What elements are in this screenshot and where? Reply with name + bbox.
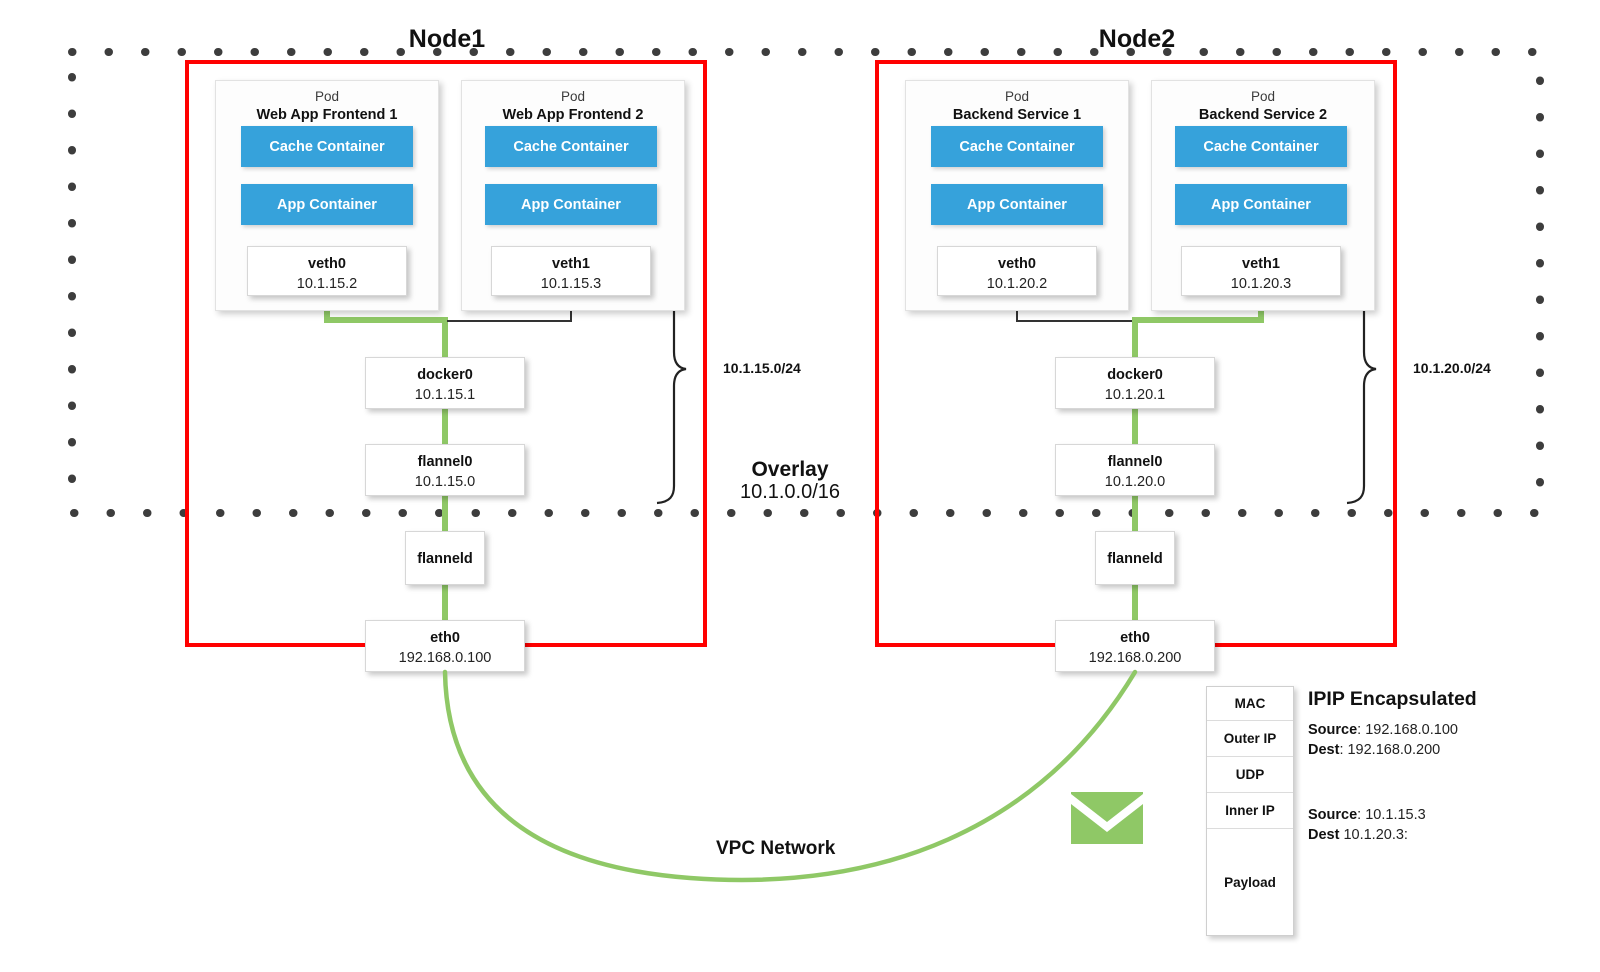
node1-subnet-label: 10.1.15.0/24 bbox=[723, 360, 801, 376]
iface-name: veth0 bbox=[308, 256, 346, 272]
iface-name: veth1 bbox=[1242, 256, 1280, 272]
node1-title: Node1 bbox=[408, 25, 486, 53]
ipip-layer-inner-ip: Inner IP bbox=[1207, 793, 1293, 829]
ipip-inner-dest-label: Dest bbox=[1308, 826, 1340, 843]
iface-name: flannel0 bbox=[1107, 454, 1163, 470]
iface-eth0-node2[interactable]: eth0 192.168.0.200 bbox=[1055, 620, 1215, 672]
ipip-outer-addresses: Source: 192.168.0.100 Dest: 192.168.0.20… bbox=[1308, 721, 1588, 760]
iface-ip: 10.1.20.0 bbox=[1104, 474, 1166, 490]
container-app[interactable]: App Container bbox=[485, 184, 657, 225]
iface-veth0-node1[interactable]: veth0 10.1.15.2 bbox=[247, 246, 407, 296]
iface-flannel0-node2[interactable]: flannel0 10.1.20.0 bbox=[1055, 444, 1215, 496]
ipip-inner-source-value: : 10.1.15.3 bbox=[1357, 807, 1426, 824]
ipip-layer-payload: Payload bbox=[1224, 874, 1276, 890]
iface-ip: 10.1.15.2 bbox=[296, 276, 358, 292]
bridge-ip: 10.1.15.1 bbox=[414, 387, 476, 403]
iface-eth0-node1[interactable]: eth0 192.168.0.100 bbox=[365, 620, 525, 672]
iface-veth0-node2[interactable]: veth0 10.1.20.2 bbox=[937, 246, 1097, 296]
daemon-name: flanneld bbox=[417, 551, 473, 567]
container-cache[interactable]: Cache Container bbox=[931, 126, 1103, 167]
iface-ip: 10.1.15.0 bbox=[414, 474, 476, 490]
ipip-outer-dest-value: : 192.168.0.200 bbox=[1339, 741, 1441, 758]
bridge-ip: 10.1.20.1 bbox=[1104, 387, 1166, 403]
pod-kind-label: Pod bbox=[1250, 89, 1276, 104]
overlay-boundary bbox=[68, 48, 1544, 517]
overlay-title: Overlay bbox=[751, 458, 829, 481]
iface-flannel0-node1[interactable]: flannel0 10.1.15.0 bbox=[365, 444, 525, 496]
iface-ip: 10.1.15.3 bbox=[540, 276, 602, 292]
node2-title: Node2 bbox=[1098, 25, 1176, 53]
container-cache[interactable]: Cache Container bbox=[485, 126, 657, 167]
bridge-docker0-node2[interactable]: docker0 10.1.20.1 bbox=[1055, 357, 1215, 409]
pod-name-label: Web App Frontend 2 bbox=[502, 107, 644, 123]
iface-veth1-node1[interactable]: veth1 10.1.15.3 bbox=[491, 246, 651, 296]
ipip-outer-dest-label: Dest bbox=[1308, 741, 1340, 758]
iface-name: flannel0 bbox=[417, 454, 473, 470]
pod-name-label: Backend Service 1 bbox=[952, 107, 1082, 123]
packet-envelope-icon bbox=[1071, 792, 1143, 844]
container-cache[interactable]: Cache Container bbox=[241, 126, 413, 167]
iface-veth1-node2[interactable]: veth1 10.1.20.3 bbox=[1181, 246, 1341, 296]
overlay-cidr: 10.1.0.0/16 bbox=[739, 481, 841, 503]
ipip-packet-stack[interactable]: MAC Outer IP UDP Inner IP Payload bbox=[1206, 686, 1294, 936]
daemon-name: flanneld bbox=[1107, 551, 1163, 567]
iface-ip: 10.1.20.3 bbox=[1230, 276, 1292, 292]
ipip-outer-source-line: Source: 192.168.0.100 bbox=[1308, 721, 1588, 741]
bridge-name: docker0 bbox=[1107, 367, 1163, 383]
daemon-flanneld-node2[interactable]: flanneld bbox=[1095, 531, 1175, 585]
pod-kind-label: Pod bbox=[560, 89, 586, 104]
bridge-docker0-node1[interactable]: docker0 10.1.15.1 bbox=[365, 357, 525, 409]
ipip-inner-dest-line: Dest 10.1.20.3: bbox=[1308, 826, 1588, 846]
iface-ip: 10.1.20.2 bbox=[986, 276, 1048, 292]
iface-name: eth0 bbox=[430, 630, 460, 646]
container-app[interactable]: App Container bbox=[1175, 184, 1347, 225]
ipip-layer-mac: MAC bbox=[1207, 687, 1293, 721]
container-app[interactable]: App Container bbox=[241, 184, 413, 225]
bridge-name: docker0 bbox=[417, 367, 473, 383]
pod-kind-label: Pod bbox=[1004, 89, 1030, 104]
iface-ip: 192.168.0.100 bbox=[398, 650, 492, 666]
iface-name: eth0 bbox=[1120, 630, 1150, 646]
pod-kind-label: Pod bbox=[314, 89, 340, 104]
ipip-details-panel: IPIP Encapsulated Source: 192.168.0.100 … bbox=[1308, 688, 1588, 845]
pod-name-label: Web App Frontend 1 bbox=[256, 107, 398, 123]
ipip-inner-dest-value: 10.1.20.3: bbox=[1339, 826, 1408, 843]
ipip-inner-source-line: Source: 10.1.15.3 bbox=[1308, 806, 1588, 826]
ipip-inner-source-label: Source bbox=[1308, 807, 1358, 824]
ipip-layer-udp: UDP bbox=[1207, 757, 1293, 793]
daemon-flanneld-node1[interactable]: flanneld bbox=[405, 531, 485, 585]
node2-subnet-label: 10.1.20.0/24 bbox=[1413, 360, 1491, 376]
iface-name: veth1 bbox=[552, 256, 590, 272]
pod-name-label: Backend Service 2 bbox=[1198, 107, 1328, 123]
container-cache[interactable]: Cache Container bbox=[1175, 126, 1347, 167]
iface-ip: 192.168.0.200 bbox=[1088, 650, 1182, 666]
ipip-outer-dest-line: Dest: 192.168.0.200 bbox=[1308, 741, 1588, 761]
ipip-outer-source-label: Source bbox=[1308, 722, 1358, 738]
ipip-title: IPIP Encapsulated bbox=[1308, 688, 1477, 710]
ipip-layer-outer-ip: Outer IP bbox=[1207, 721, 1293, 757]
vpc-tunnel-curve bbox=[442, 669, 1138, 883]
iface-name: veth0 bbox=[998, 256, 1036, 272]
ipip-outer-source-value: : 192.168.0.100 bbox=[1357, 722, 1458, 738]
ipip-inner-addresses: Source: 10.1.15.3 Dest 10.1.20.3: bbox=[1308, 806, 1588, 845]
vpc-network-label: VPC Network bbox=[716, 838, 836, 859]
container-app[interactable]: App Container bbox=[931, 184, 1103, 225]
